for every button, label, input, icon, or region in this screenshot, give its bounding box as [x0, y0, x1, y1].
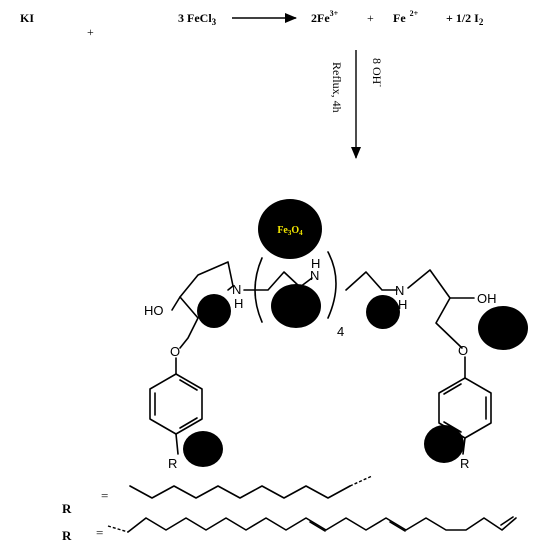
- substituent-r-right: R: [460, 456, 469, 471]
- ki-reagent: KI: [20, 11, 34, 25]
- nanoparticle-dots: [183, 284, 528, 467]
- reflux-condition: Reflux, 4h: [330, 62, 344, 113]
- amine-n-right: N: [395, 283, 404, 298]
- benzene-ring-left: [149, 373, 203, 455]
- fe3-ion: 2Fe3+: [311, 9, 339, 25]
- repeat-bracket-right: [327, 251, 337, 319]
- alkenyl-chain-r2-wavy-start: [107, 525, 129, 533]
- iodine-product: + 1/2 I2: [446, 11, 484, 27]
- amine-h-mid: H: [311, 256, 320, 271]
- fe3o4-nanoparticle: [258, 199, 322, 259]
- hydroxyl-right: OH: [477, 291, 497, 306]
- amine-n-mid: N: [310, 268, 319, 283]
- r-label-2: R: [62, 528, 72, 543]
- repeat-count: 4: [337, 324, 344, 339]
- ether-o-left: O: [170, 344, 180, 359]
- alkenyl-double-bonds: [309, 516, 514, 532]
- hydroxyl-left: HO: [144, 303, 164, 318]
- amine-n-left: N: [232, 282, 241, 297]
- fe3o4-label: Fe3O4: [277, 225, 303, 237]
- amine-h-right: H: [398, 297, 407, 312]
- equals-1: =: [101, 488, 108, 503]
- repeat-bracket-left: [254, 257, 263, 323]
- alkenyl-chain-r2: [127, 517, 517, 533]
- fecl3-reagent: 3 FeCl3: [178, 11, 217, 27]
- plus-sign: +: [87, 25, 94, 39]
- ether-o-right: O: [458, 343, 468, 358]
- backbone-bonds: [171, 261, 475, 379]
- substituent-r-left: R: [168, 456, 177, 471]
- plus-sign: +: [367, 11, 374, 25]
- alkyl-chain-r1-wavy-end: [349, 475, 373, 487]
- r-label-1: R: [62, 501, 72, 516]
- base-condition: 8 OH-: [370, 58, 385, 87]
- amine-h-left: H: [234, 296, 243, 311]
- equals-2: =: [96, 525, 103, 540]
- alkyl-chain-r1: [129, 485, 351, 499]
